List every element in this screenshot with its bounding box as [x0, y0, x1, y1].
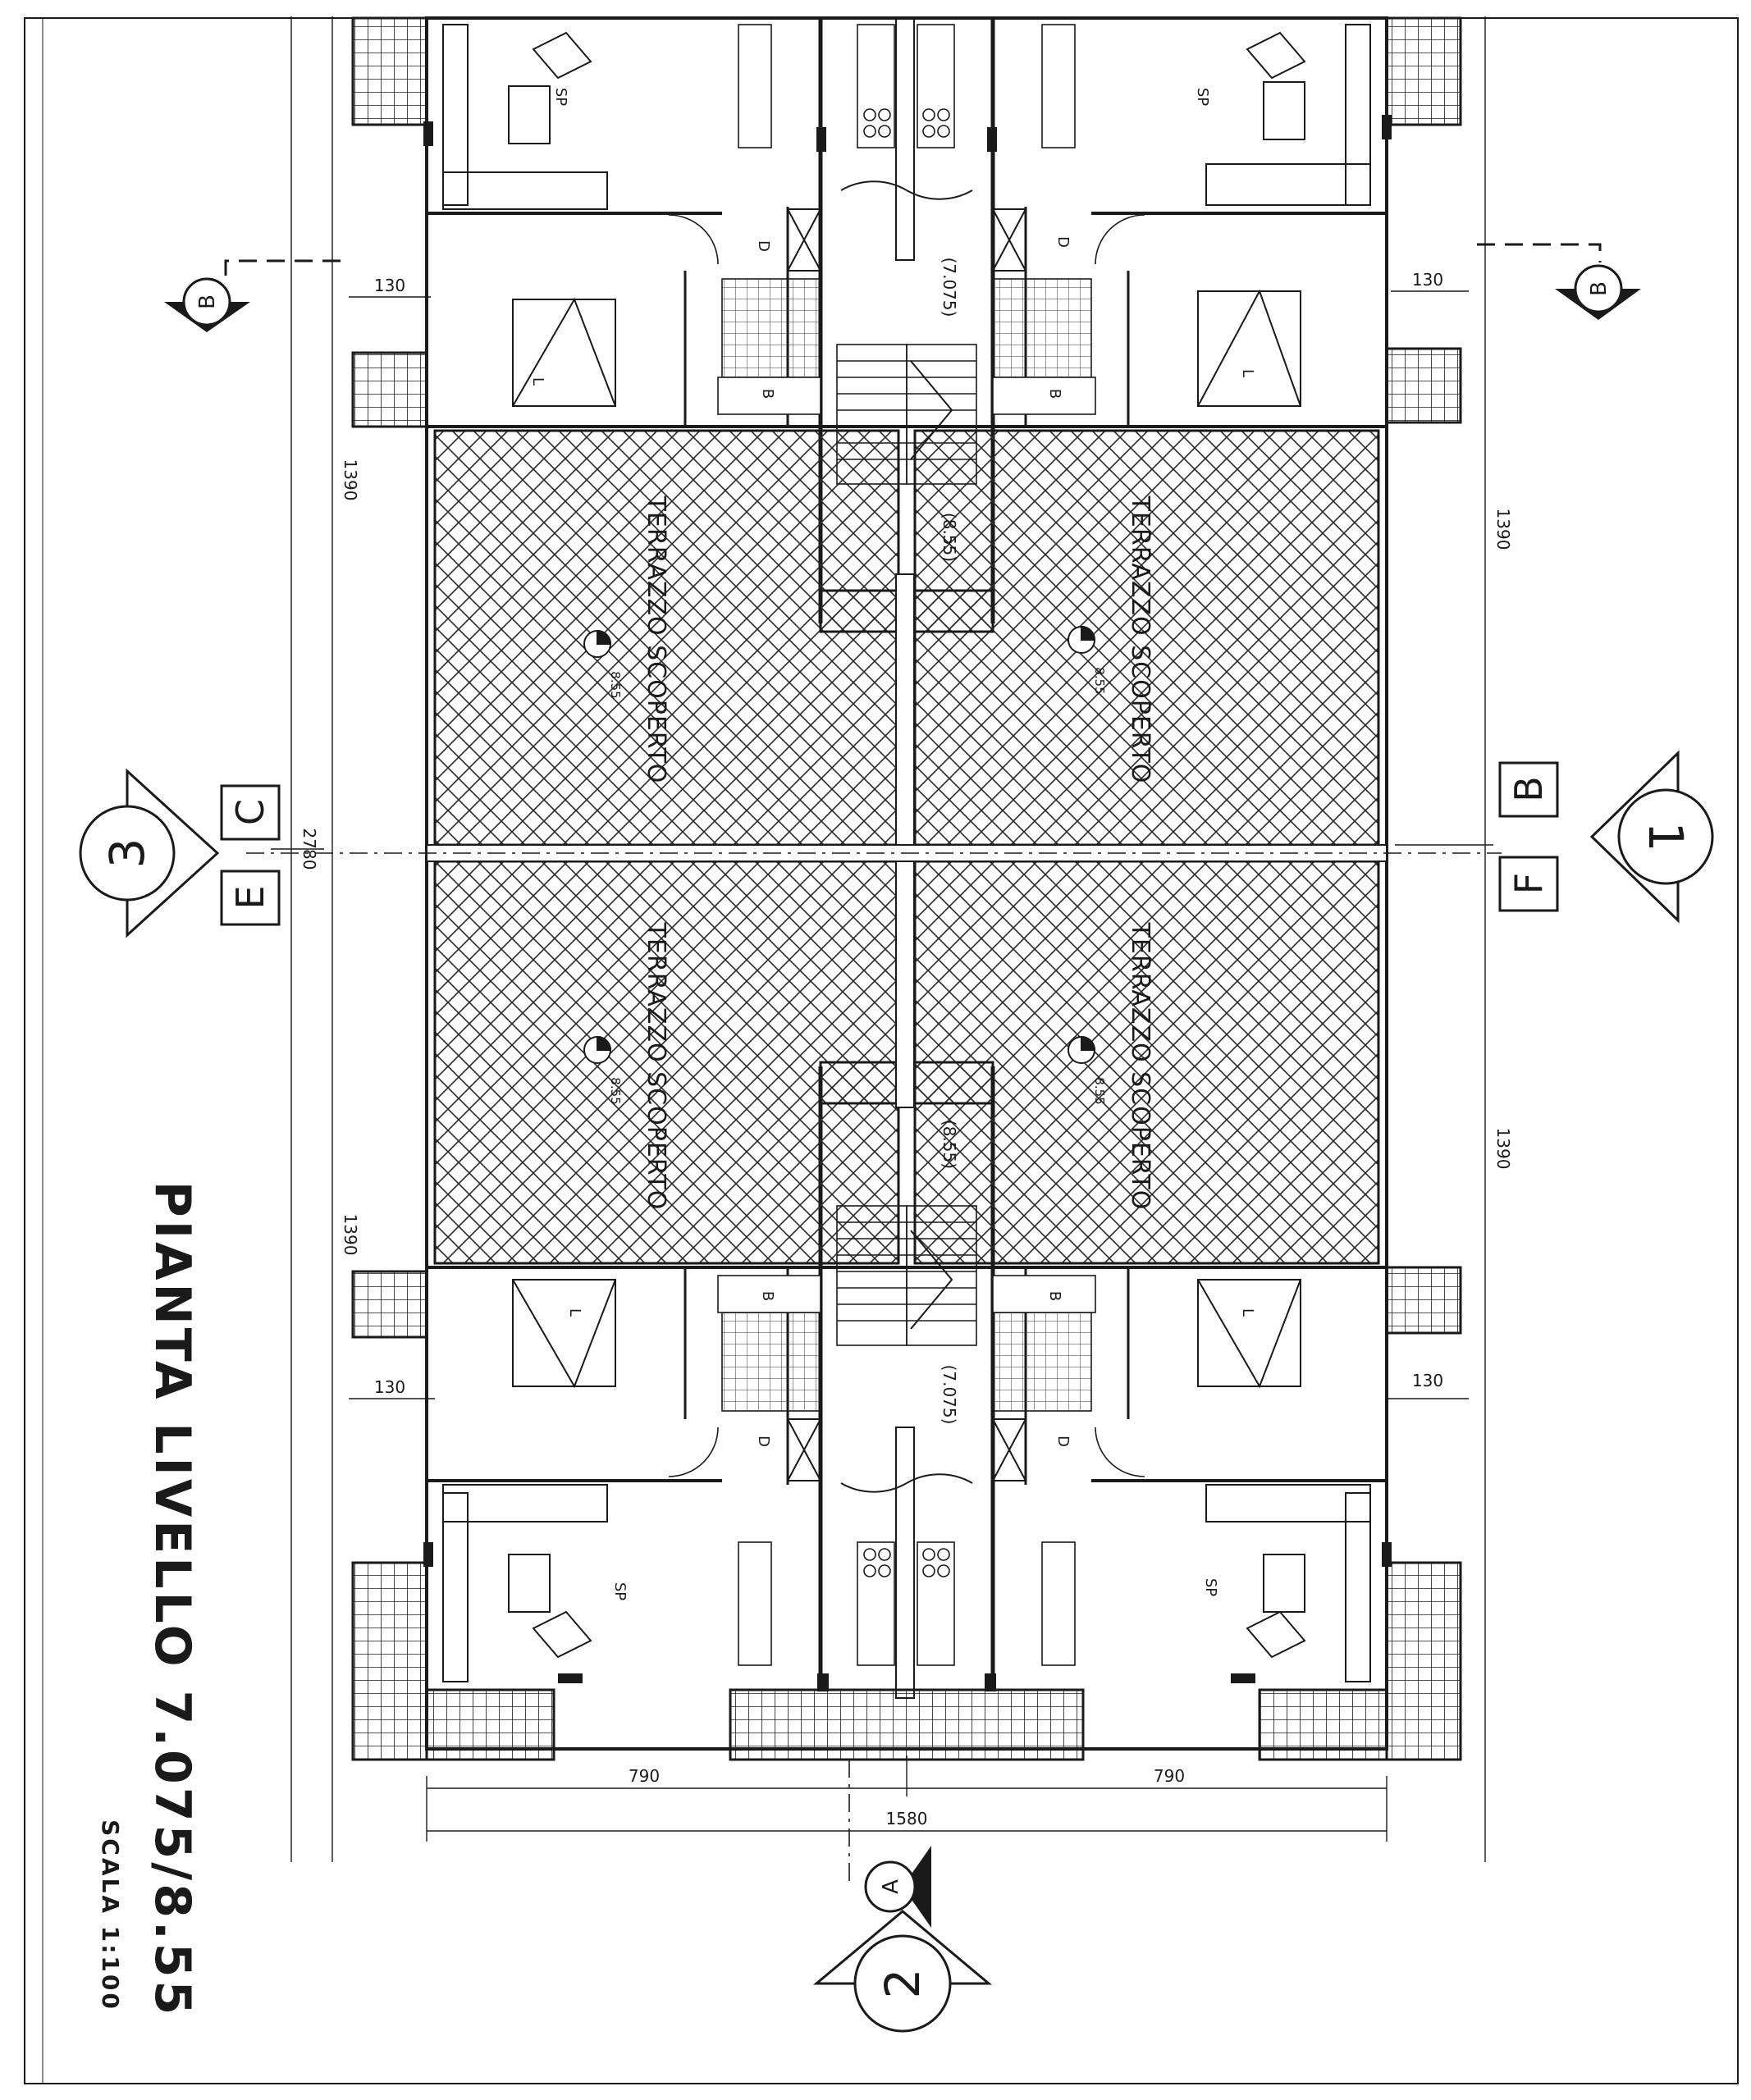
grid-marker-left-letter-2: E	[228, 885, 272, 909]
bedrooms	[512, 289, 1301, 1389]
grid-marker-right-letter-1: B	[1506, 776, 1551, 802]
grid-marker-bottom-number: 2	[875, 1969, 930, 1999]
stair-level-terrace-bottom: (8.55)	[940, 1120, 959, 1169]
dim-2780-left: 2780	[299, 829, 319, 870]
dim-1580-total: 1580	[886, 1809, 928, 1828]
room-label-bedroom-2: L	[1239, 369, 1256, 377]
room-label-bedroom-1: L	[529, 377, 546, 386]
room-label-closet-3: D	[755, 1436, 772, 1447]
kitchens	[738, 24, 1076, 1666]
terrace-label-3: TERRAZZO SCOPERTO	[642, 922, 670, 1211]
dimension-lines	[271, 16, 1493, 1862]
terrace-label-2: TERRAZZO SCOPERTO	[1126, 495, 1154, 784]
stair-level-landing-bottom: (7.075)	[940, 1365, 959, 1425]
dim-1390-left-bottom: 1390	[341, 1214, 360, 1256]
section-marker-a-bottom-label: A	[879, 1879, 903, 1894]
dim-1390-right-top: 1390	[1493, 509, 1513, 550]
dim-130-top-left: 130	[374, 276, 405, 295]
grid-marker-right-number: 1	[1638, 822, 1694, 852]
stair-level-terrace-top: (8.55)	[940, 513, 959, 562]
room-label-living-3: SP	[611, 1582, 629, 1600]
room-label-bedroom-3: L	[566, 1308, 583, 1317]
dim-1390-right-bottom: 1390	[1493, 1128, 1513, 1170]
room-label-living-1: SP	[552, 88, 569, 106]
section-cut-lines	[224, 243, 1602, 279]
room-label-bath-3: B	[759, 1291, 776, 1301]
spot-level-markers	[583, 625, 1096, 1064]
dim-790-right: 790	[1154, 1766, 1185, 1786]
terrace-label-4: TERRAZZO SCOPERTO	[1126, 922, 1154, 1211]
grid-marker-left-letter-1: C	[228, 799, 272, 825]
grid-marker-bottom	[812, 1910, 993, 2033]
balconies	[351, 16, 1462, 1761]
section-marker-a-bottom	[864, 1846, 931, 1928]
spot-level-2: 8.55	[1092, 667, 1107, 694]
section-marker-b-right	[1555, 264, 1641, 320]
room-label-bedroom-4: L	[1239, 1308, 1256, 1317]
room-label-closet-2: D	[1054, 236, 1072, 248]
spot-level-3: 8.55	[608, 1077, 623, 1104]
dim-130-bottom-right: 130	[1412, 1371, 1443, 1390]
dim-130-bottom-left: 130	[374, 1377, 405, 1397]
room-label-living-2: SP	[1194, 88, 1211, 106]
spot-level-4: 8.55	[1092, 1077, 1107, 1104]
living-furniture	[442, 24, 1371, 1682]
terraces	[426, 429, 1388, 1265]
room-label-closet-1: D	[755, 240, 772, 252]
room-label-bath-4: B	[1046, 1291, 1063, 1301]
section-marker-b-right-label: B	[1587, 281, 1612, 296]
grid-marker-left	[79, 768, 281, 938]
grid-marker-right-letter-2: F	[1506, 873, 1551, 894]
room-label-bath-1: B	[759, 389, 776, 399]
bathrooms	[717, 278, 1096, 1412]
section-marker-b-left-label: B	[195, 294, 220, 309]
shafts	[787, 17, 1026, 1699]
spot-level-1: 8.55	[608, 671, 623, 698]
axis-lines	[246, 852, 1502, 1887]
dim-1390-left-top: 1390	[341, 459, 360, 501]
room-label-bath-2: B	[1046, 389, 1063, 399]
wall-piers	[423, 115, 1392, 1691]
terrace-label-1: TERRAZZO SCOPERTO	[642, 495, 670, 784]
stair-level-landing-top: (7.075)	[940, 258, 959, 317]
grid-marker-right	[1498, 750, 1714, 924]
drawing-title: PIANTA LIVELLO 7.075/8.55	[144, 1181, 201, 2018]
dim-130-top-right: 130	[1412, 270, 1443, 290]
room-label-living-4: SP	[1202, 1578, 1219, 1596]
doors	[668, 214, 1145, 1477]
section-marker-b-left	[164, 277, 250, 332]
staircases	[836, 180, 977, 1493]
drawing-scale: SCALA 1:100	[97, 1819, 124, 2011]
room-label-closet-4: D	[1054, 1436, 1072, 1447]
dim-790-left: 790	[629, 1766, 660, 1786]
grid-marker-left-number: 3	[99, 838, 155, 869]
